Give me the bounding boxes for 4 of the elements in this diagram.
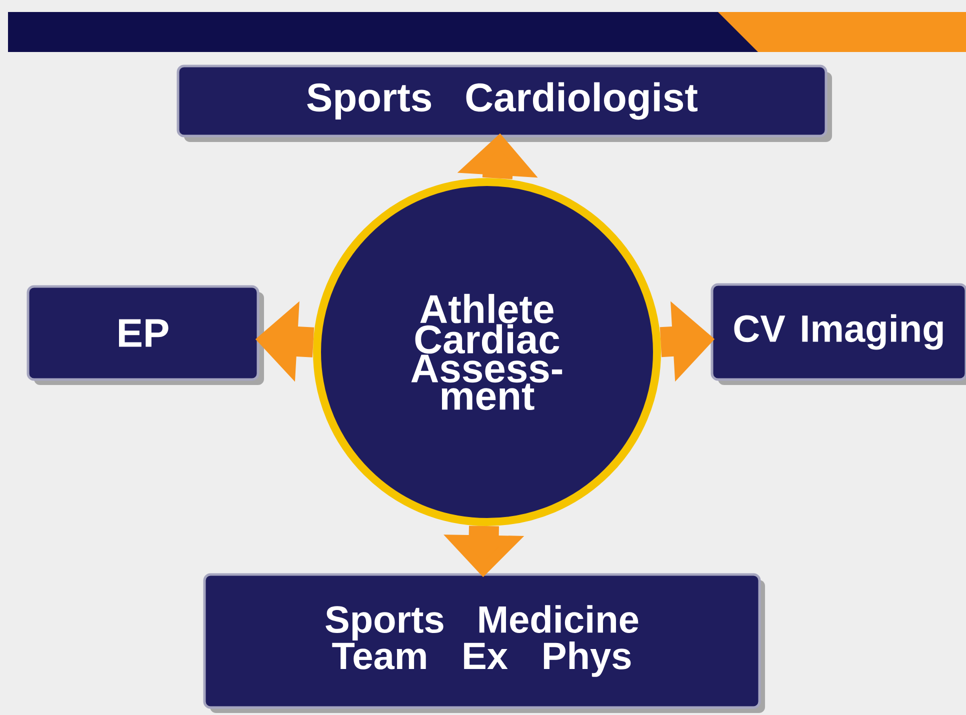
role-box: CV Imaging xyxy=(710,283,966,385)
role-box: EP xyxy=(26,285,264,385)
role-box: Sports Cardiologist xyxy=(176,64,832,142)
role-box: Sports Medicine Team Ex Phys xyxy=(203,573,765,713)
